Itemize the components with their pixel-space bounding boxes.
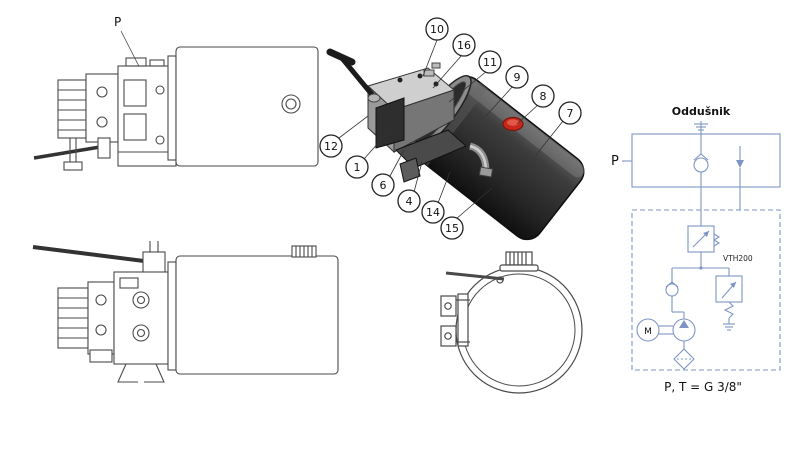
tank-port [281, 94, 301, 114]
callout-balloon: 1 [345, 155, 369, 179]
svg-text:11: 11 [483, 56, 497, 69]
flow-arrow [736, 146, 744, 187]
svg-text:1: 1 [354, 161, 361, 174]
callout-leaders [338, 39, 564, 220]
tank-end-inner [462, 273, 576, 387]
svg-text:4: 4 [406, 195, 413, 208]
motor-block [57, 73, 119, 143]
fitting-hex [423, 69, 435, 77]
pump-check-valve-symbol [665, 268, 685, 319]
callout-balloons: 10 16 11 9 8 7 12 1 [319, 17, 582, 240]
tank-side [175, 255, 339, 375]
filler-cap [499, 251, 539, 272]
tank-end-outer [455, 266, 583, 394]
pump-symbol [672, 318, 696, 349]
callout-balloon: 16 [452, 33, 476, 57]
filler-cap [291, 245, 317, 258]
elbow-fitting [468, 142, 494, 178]
mounting-plate [167, 55, 177, 161]
svg-text:12: 12 [324, 140, 338, 153]
hydraulic-schematic [622, 121, 781, 371]
relief-valve-symbol [715, 268, 743, 331]
schematic-port-label-p: P [611, 154, 619, 169]
check-valve-symbol [693, 134, 709, 187]
callout-balloon: 4 [397, 189, 421, 213]
callout-balloon: 6 [371, 173, 395, 197]
svg-text:10: 10 [430, 23, 444, 36]
svg-text:16: 16 [457, 39, 471, 52]
callout-balloon: 12 [319, 134, 343, 158]
vent-symbol [694, 121, 708, 134]
valve-block [375, 97, 405, 149]
vent-label: Oddušnik [672, 105, 731, 118]
callout-balloon: 15 [440, 216, 464, 240]
svg-text:9: 9 [514, 71, 521, 84]
end-view [440, 251, 583, 394]
drain-pipe [63, 138, 83, 171]
side-view-top-left [33, 30, 319, 171]
isometric-view [326, 48, 585, 241]
callout-balloon: 14 [421, 200, 445, 224]
mounting-feet [117, 363, 165, 383]
tank-side [175, 46, 319, 167]
callout-balloon: 10 [425, 17, 449, 41]
callout-balloon: 9 [505, 65, 529, 89]
mounting-bracket [440, 293, 470, 347]
svg-text:14: 14 [426, 206, 440, 219]
enclosure-boundary [631, 209, 781, 371]
pump-assembly-iso [367, 62, 467, 183]
svg-text:15: 15 [445, 222, 459, 235]
filler-cap-red [502, 116, 524, 132]
callout-balloon: 8 [531, 84, 555, 108]
svg-text:8: 8 [540, 90, 547, 103]
vth200-valve-symbol [687, 225, 721, 268]
pump-block [89, 271, 169, 365]
filter-symbol [673, 348, 695, 370]
thread-note: P, T = G 3/8" [664, 380, 742, 394]
vth200-label: VTH200 [723, 254, 753, 263]
side-view-bottom-left [32, 241, 339, 383]
hand-pump-lever-iso [326, 48, 381, 103]
callout-balloon: 11 [478, 50, 502, 74]
hand-pump-lever [445, 271, 505, 284]
svg-text:6: 6 [380, 179, 387, 192]
svg-text:7: 7 [567, 107, 574, 120]
motor-letter: M [644, 327, 652, 337]
callout-balloon: 7 [558, 101, 582, 125]
port-label-p-view: P [114, 15, 121, 29]
mounting-plate [167, 261, 177, 371]
hand-pump-lever [33, 137, 111, 160]
motor-block [57, 281, 115, 355]
motor-symbol [636, 318, 673, 342]
pump-block [117, 57, 177, 167]
